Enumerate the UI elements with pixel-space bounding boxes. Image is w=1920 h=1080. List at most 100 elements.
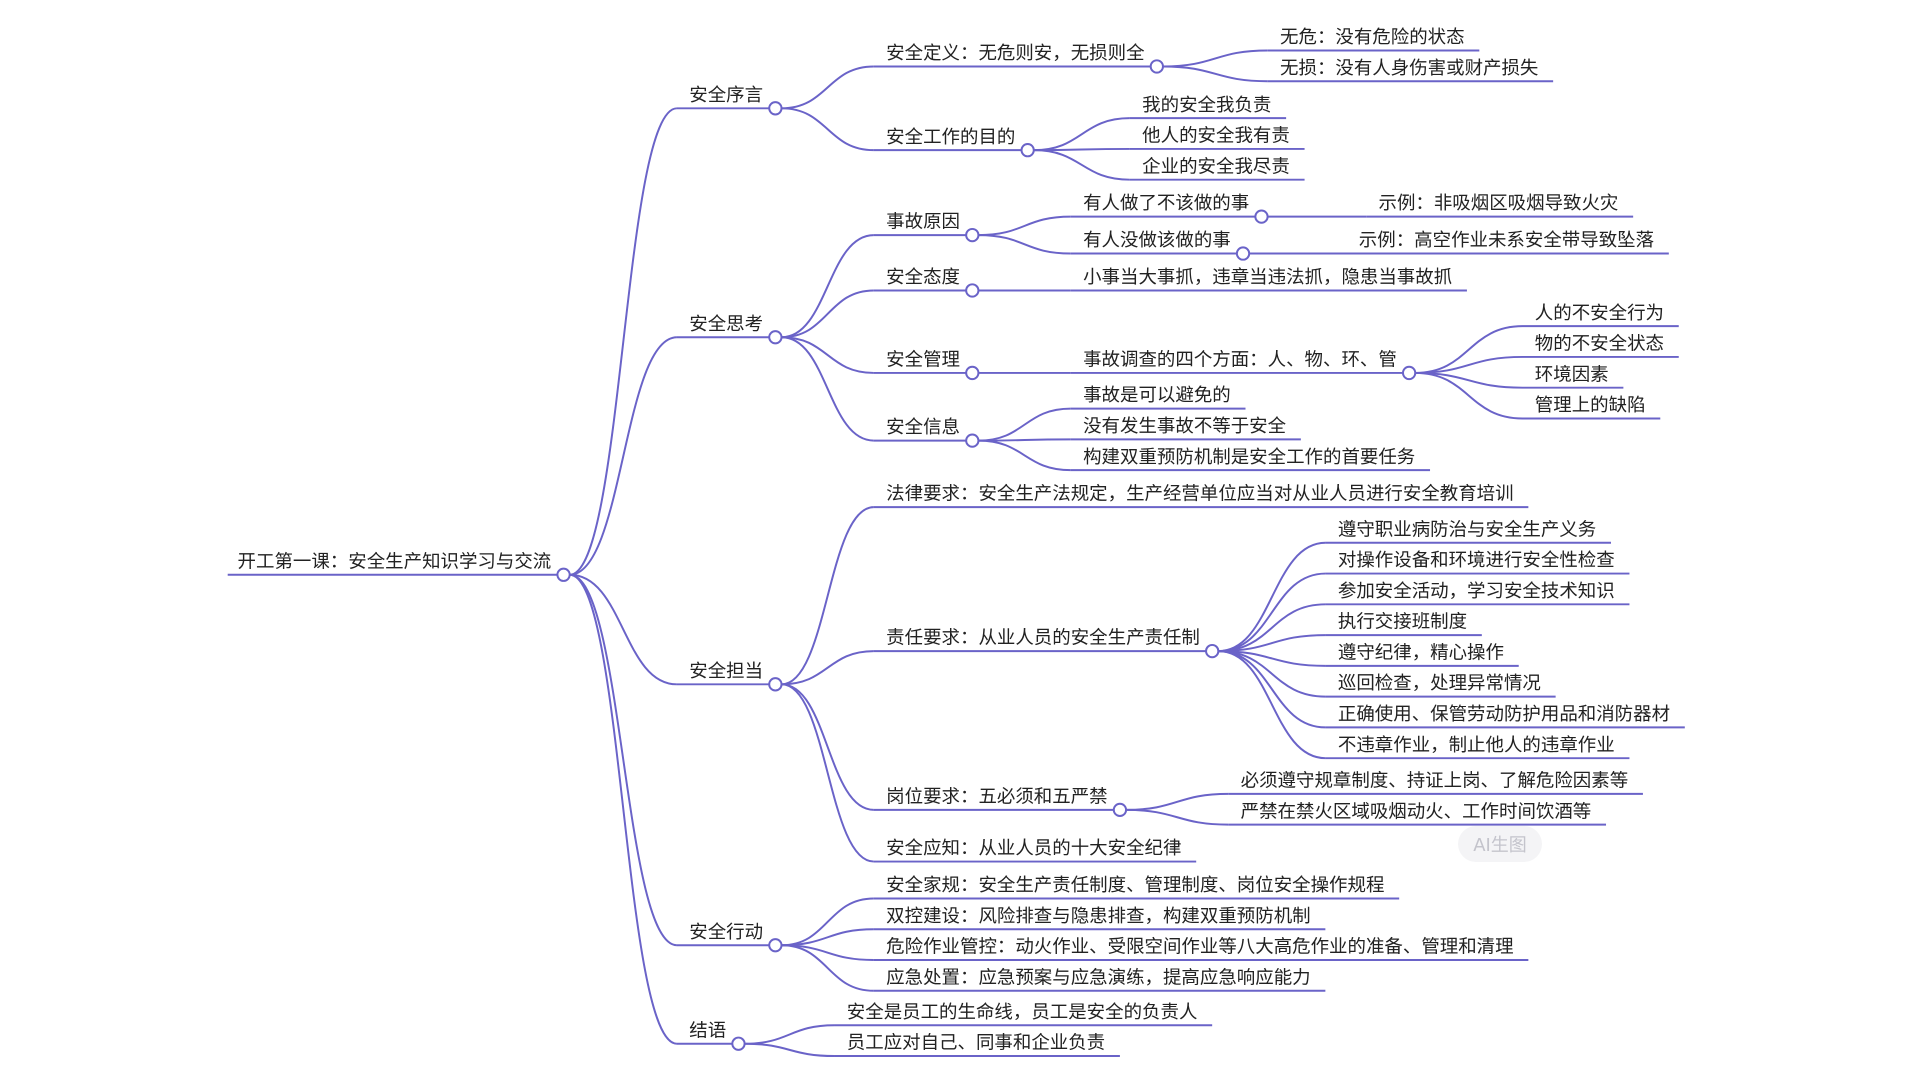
mindmap-node[interactable]: 安全行动 <box>676 922 783 953</box>
mindmap-node[interactable]: 无危：没有危险的状态 <box>1267 27 1480 52</box>
mindmap-node[interactable]: 遵守纪律，精心操作 <box>1325 642 1519 667</box>
mindmap-node[interactable]: 构建双重预防机制是安全工作的首要任务 <box>1070 447 1431 472</box>
branch-connector <box>1218 650 1326 760</box>
mindmap-node[interactable]: 事故是可以避免的 <box>1070 385 1246 410</box>
mindmap-node[interactable]: 安全思考 <box>676 314 783 345</box>
mindmap-node[interactable]: 不违章作业，制止他人的违章作业 <box>1325 735 1630 760</box>
node-label: 有人做了不该做的事 <box>1083 193 1249 214</box>
node-label: 无损：没有人身伤害或财产损失 <box>1280 58 1538 79</box>
mindmap-node[interactable]: 安全管理 <box>873 350 980 381</box>
collapse-toggle[interactable] <box>1149 59 1164 74</box>
collapse-toggle[interactable] <box>1020 143 1035 158</box>
node-label: 管理上的缺陷 <box>1535 395 1646 416</box>
mindmap-node[interactable]: 有人做了不该做的事 <box>1070 193 1269 224</box>
collapse-toggle[interactable] <box>1112 802 1128 818</box>
node-label: 应急处置：应急预案与应急演练，提高应急响应能力 <box>886 967 1310 988</box>
node-label: 他人的安全我有责 <box>1142 126 1290 147</box>
collapse-toggle[interactable] <box>768 938 783 953</box>
branch-connector <box>569 573 677 686</box>
branch-connector <box>781 928 874 947</box>
node-label: 巡回检查，处理异常情况 <box>1338 673 1541 694</box>
mindmap-node[interactable]: 安全应知：从业人员的十大安全纪律 <box>873 838 1197 863</box>
branch-connector <box>1126 792 1229 811</box>
collapse-toggle[interactable] <box>768 677 783 692</box>
collapse-toggle[interactable] <box>1235 246 1251 261</box>
mindmap-node[interactable]: 环境因素 <box>1522 364 1624 389</box>
mindmap-node[interactable]: 法律要求：安全生产法规定，生产经营单位应当对从业人员进行安全教育培训 <box>873 484 1529 509</box>
node-label: 危险作业管控：动火作业、受限空间作业等八大高危作业的准备、管理和清理 <box>886 937 1513 958</box>
collapse-toggle[interactable] <box>965 365 980 381</box>
mindmap-node[interactable]: 管理上的缺陷 <box>1522 395 1661 420</box>
mindmap-node[interactable]: 安全信息 <box>873 417 980 448</box>
node-label: 安全管理 <box>886 350 960 371</box>
mindmap-node[interactable]: 示例：非吸烟区吸烟导致火灾 <box>1366 193 1634 218</box>
mindmap-node[interactable]: 安全家规：安全生产责任制度、管理制度、岗位安全操作规程 <box>873 875 1400 900</box>
branch-connector <box>569 573 678 947</box>
mindmap-node[interactable]: 安全担当 <box>676 661 783 692</box>
collapse-toggle[interactable] <box>965 433 980 448</box>
node-label: 我的安全我负责 <box>1142 95 1271 116</box>
collapse-toggle[interactable] <box>965 283 980 298</box>
mindmap-node[interactable]: 执行交接班制度 <box>1325 612 1482 637</box>
mindmap-node[interactable]: 安全序言 <box>676 85 783 116</box>
branch-connector <box>1415 325 1523 374</box>
mindmap-node[interactable]: 安全态度 <box>873 267 980 298</box>
branch-connector <box>781 944 874 992</box>
node-label: 员工应对自己、同事和企业负责 <box>847 1033 1105 1054</box>
branch-connector <box>781 336 874 374</box>
mindmap-node[interactable]: 安全工作的目的 <box>873 127 1035 158</box>
mindmap-node[interactable]: 他人的安全我有责 <box>1129 126 1305 150</box>
mindmap-node[interactable]: 严禁在禁火区域吸烟动火、工作时间饮酒等 <box>1228 801 1607 826</box>
mindmap-node[interactable]: 事故调查的四个方面：人、物、环、管 <box>1070 350 1417 381</box>
collapse-toggle[interactable] <box>556 567 571 582</box>
branch-connector <box>1218 572 1326 653</box>
mindmap-node[interactable]: 巡回检查，处理异常情况 <box>1325 673 1556 698</box>
node-label: 正确使用、保管劳动防护用品和消防器材 <box>1338 704 1670 725</box>
mindmap-node[interactable]: 遵守职业病防治与安全生产义务 <box>1325 519 1611 544</box>
mindmap-node[interactable]: 物的不安全状态 <box>1522 334 1679 358</box>
mindmap-node[interactable]: 示例：高空作业未系安全带导致坠落 <box>1346 230 1669 255</box>
branch-connector <box>781 683 874 811</box>
branch-connector <box>781 234 874 339</box>
mindmap-node[interactable]: 对操作设备和环境进行安全性检查 <box>1325 550 1630 575</box>
mindmap-node[interactable]: 责任要求：从业人员的安全生产责任制 <box>873 628 1220 659</box>
mindmap-node[interactable]: 安全定义：无危则安，无损则全 <box>873 43 1164 74</box>
node-label: 没有发生事故不等于安全 <box>1083 416 1287 437</box>
mindmap-node[interactable]: 我的安全我负责 <box>1129 95 1287 120</box>
mindmap-node[interactable]: 结语 <box>676 1020 746 1051</box>
collapse-toggle[interactable] <box>1401 365 1417 381</box>
branch-connector <box>1218 650 1326 729</box>
node-label: 安全应知：从业人员的十大安全纪律 <box>886 838 1181 859</box>
mindmap-node[interactable]: 必须遵守规章制度、持证上岗、了解危险因素等 <box>1228 770 1643 795</box>
mindmap-node[interactable]: 参加安全活动，学习安全技术知识 <box>1325 581 1630 606</box>
branch-connector <box>781 289 874 339</box>
mindmap-node[interactable]: 双控建设：风险排查与隐患排查，构建双重预防机制 <box>873 906 1326 931</box>
mindmap-node[interactable]: 应急处置：应急预案与应急演练，提高应急响应能力 <box>873 967 1326 992</box>
collapse-toggle[interactable] <box>768 101 783 116</box>
branch-connector <box>978 407 1071 442</box>
mindmap-node[interactable]: 正确使用、保管劳动防护用品和消防器材 <box>1325 704 1685 729</box>
branch-connector <box>569 107 678 576</box>
mindmap-node[interactable]: 企业的安全我尽责 <box>1129 156 1305 181</box>
mindmap-node[interactable]: 人的不安全行为 <box>1522 303 1679 328</box>
mindmap-node[interactable]: 有人没做该做的事 <box>1070 230 1251 261</box>
mindmap-node[interactable]: 岗位要求：五必须和五严禁 <box>873 786 1128 818</box>
collapse-toggle[interactable] <box>768 330 783 345</box>
node-label: 遵守职业病防治与安全生产义务 <box>1338 519 1596 540</box>
mindmap-node[interactable]: 安全是员工的生命线，员工是安全的负责人 <box>834 1002 1213 1027</box>
collapse-toggle[interactable] <box>1205 643 1220 659</box>
collapse-toggle[interactable] <box>731 1036 746 1051</box>
node-label: 安全信息 <box>886 417 960 438</box>
mindmap-node[interactable]: 危险作业管控：动火作业、受限空间作业等八大高危作业的准备、管理和清理 <box>873 937 1529 962</box>
mindmap-node[interactable]: 无损：没有人身伤害或财产损失 <box>1267 58 1554 83</box>
mindmap-node[interactable]: 员工应对自己、同事和企业负责 <box>834 1033 1120 1058</box>
mindmap-node[interactable]: 没有发生事故不等于安全 <box>1070 416 1301 441</box>
ai-generate-image-button[interactable]: AI生图 <box>1458 826 1542 862</box>
mindmap-node[interactable]: 小事当大事抓，违章当违法抓，隐患当事故抓 <box>1070 267 1467 292</box>
mindmap-node[interactable]: 事故原因 <box>873 212 980 243</box>
node-label: 安全家规：安全生产责任制度、管理制度、岗位安全操作规程 <box>886 875 1384 896</box>
node-label: 示例：非吸烟区吸烟导致火灾 <box>1378 193 1618 214</box>
collapse-toggle[interactable] <box>1254 209 1269 224</box>
root-node[interactable]: 开工第一课：安全生产知识学习与交流 <box>227 551 571 582</box>
collapse-toggle[interactable] <box>965 227 980 243</box>
